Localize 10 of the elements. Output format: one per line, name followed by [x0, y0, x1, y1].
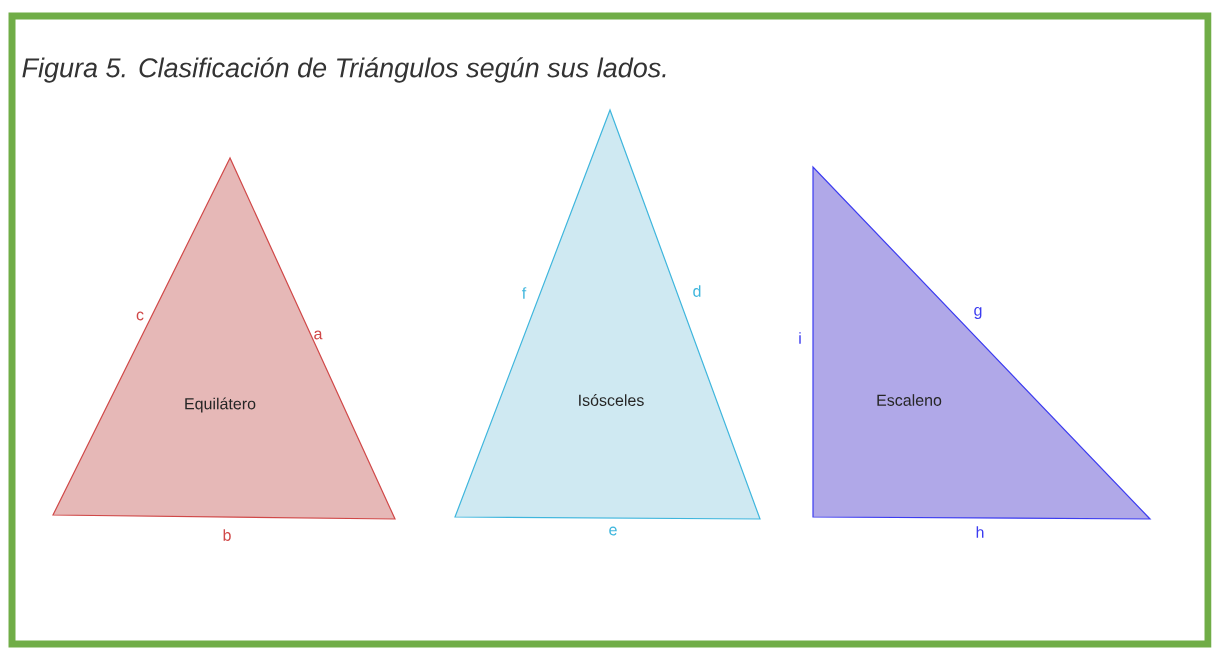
- side-label: d: [693, 285, 701, 297]
- side-label: h: [976, 526, 984, 538]
- side-label: f: [522, 287, 527, 299]
- side-label: c: [136, 311, 144, 321]
- side-label: e: [609, 526, 617, 536]
- side-label: i: [799, 332, 801, 344]
- side-label: b: [223, 529, 231, 541]
- figure-title: Figura 5. Clasificación de Triángulos según sus lados.: [22, 57, 666, 83]
- side-label: a: [314, 330, 323, 340]
- side-label: g: [974, 307, 982, 319]
